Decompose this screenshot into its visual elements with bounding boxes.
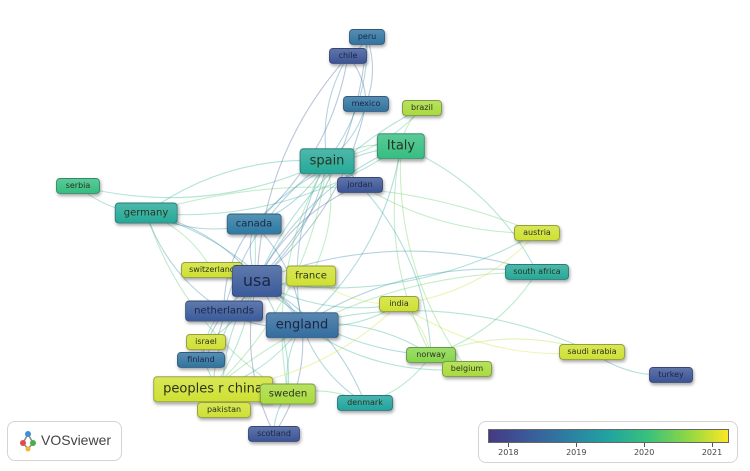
node-india[interactable]: india	[379, 296, 419, 312]
node-pakistan[interactable]: pakistan	[197, 402, 251, 418]
node-south-africa[interactable]: south africa	[505, 264, 569, 280]
node-saudi-arabia[interactable]: saudi arabia	[559, 344, 625, 360]
edge-england-spain	[296, 160, 328, 326]
edge-spain-france	[310, 160, 332, 277]
node-peru[interactable]: peru	[349, 29, 385, 45]
edge-south-africa-norway	[430, 271, 538, 356]
node-scotland[interactable]: scotland	[248, 426, 300, 442]
color-scale-legend: 2018 2019 2020 2021	[478, 421, 738, 463]
edge-england-saudi-arabia	[301, 310, 593, 353]
legend-tick	[576, 443, 578, 447]
node-germany[interactable]: germany	[114, 202, 178, 224]
node-england[interactable]: england	[265, 312, 339, 338]
node-finland[interactable]: finland	[177, 352, 225, 368]
vosviewer-logo-icon	[20, 431, 36, 452]
edge-usa-chile	[256, 55, 349, 282]
edge-italy-norway	[393, 145, 432, 356]
edge-usa-mexico	[256, 103, 367, 282]
node-chile[interactable]: chile	[329, 48, 367, 64]
legend-tick-label: 2021	[701, 448, 723, 457]
legend-tick	[508, 443, 510, 447]
node-netherlands[interactable]: netherlands	[185, 300, 263, 322]
edge-spain-serbia	[77, 160, 328, 199]
node-denmark[interactable]: denmark	[337, 395, 393, 411]
legend-tick-label: 2020	[633, 448, 655, 457]
node-belgium[interactable]: belgium	[442, 361, 492, 377]
color-scale-bar	[488, 429, 729, 443]
edge-italy-germany	[145, 145, 402, 216]
node-canada[interactable]: canada	[226, 213, 282, 235]
legend-tick-label: 2018	[498, 448, 519, 457]
legend-tick	[712, 443, 714, 447]
node-brazil[interactable]: brazil	[402, 100, 442, 116]
node-usa[interactable]: usa	[231, 265, 283, 297]
edge-usa-brazil	[256, 107, 423, 282]
vosviewer-logo-text: VOSviewer	[41, 432, 112, 448]
node-serbia[interactable]: serbia	[56, 178, 100, 194]
node-norway[interactable]: norway	[406, 347, 456, 363]
node-turkey[interactable]: turkey	[649, 367, 693, 383]
node-sweden[interactable]: sweden	[259, 383, 317, 405]
node-france[interactable]: france	[286, 265, 336, 287]
legend-tick	[644, 443, 646, 447]
node-mexico[interactable]: mexico	[343, 96, 389, 112]
edge-england-italy	[301, 145, 402, 326]
node-jordan[interactable]: jordan	[337, 177, 383, 193]
edge-jordan-norway	[359, 184, 432, 356]
node-italy[interactable]: Italy	[376, 133, 426, 159]
vosviewer-logo: VOSviewer	[7, 421, 122, 461]
node-austria[interactable]: austria	[514, 225, 560, 241]
edge-south-africa-peoples-r-china	[212, 271, 538, 390]
edge-usa-scotland	[249, 280, 275, 435]
node-israel[interactable]: israel	[186, 334, 226, 350]
legend-tick-label: 2019	[566, 448, 587, 457]
node-peoples-r-china[interactable]: peoples r china	[153, 376, 273, 402]
edge-italy-belgium	[399, 145, 468, 370]
node-spain[interactable]: spain	[299, 148, 355, 174]
node-switzerland[interactable]: switzerland	[181, 262, 243, 278]
